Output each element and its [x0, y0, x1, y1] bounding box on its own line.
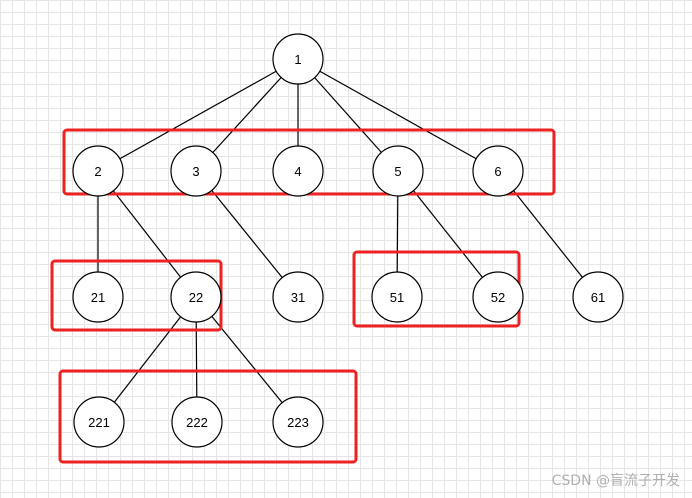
node-4: 4	[272, 145, 324, 197]
node-label-221: 221	[88, 415, 110, 430]
node-61: 61	[572, 271, 624, 323]
node-222: 222	[171, 396, 223, 448]
node-52: 52	[472, 271, 524, 323]
node-label-52: 52	[491, 290, 505, 305]
edge-5-51	[396, 195, 399, 273]
node-label-222: 222	[186, 415, 208, 430]
node-circle-61	[572, 271, 624, 323]
edge-5-52	[413, 190, 483, 278]
node-3: 3	[170, 145, 222, 197]
edge-22-223	[211, 315, 283, 404]
edge-1-5	[314, 77, 382, 153]
node-221: 221	[73, 396, 125, 448]
node-label-5: 5	[394, 164, 401, 179]
node-circle-5	[372, 145, 424, 197]
node-label-3: 3	[192, 164, 199, 179]
node-label-4: 4	[294, 164, 301, 179]
highlight-group-221-222-223	[58, 369, 358, 464]
node-1: 1	[272, 33, 324, 85]
edge-22-222	[195, 321, 198, 398]
node-6: 6	[472, 145, 524, 197]
node-circle-2	[72, 145, 124, 197]
node-circle-51	[371, 271, 423, 323]
node-circle-6	[472, 145, 524, 197]
node-label-1: 1	[294, 52, 301, 67]
node-22: 22	[170, 271, 222, 323]
node-circle-21	[72, 271, 124, 323]
edge-3-31	[211, 190, 283, 278]
nodes-layer: 1 2 3 4 5 6 21 22 31 51 52 61 221 222 223	[72, 33, 624, 448]
node-label-2: 2	[94, 164, 101, 179]
node-51: 51	[371, 271, 423, 323]
node-circle-52	[472, 271, 524, 323]
edge-1-3	[212, 77, 282, 153]
node-31: 31	[272, 271, 324, 323]
node-circle-222	[171, 396, 223, 448]
watermark: CSDN @盲流子开发	[551, 473, 680, 489]
node-circle-1	[272, 33, 324, 85]
node-label-61: 61	[591, 290, 605, 305]
node-label-31: 31	[291, 290, 305, 305]
node-circle-4	[272, 145, 324, 197]
edge-6-61	[513, 190, 583, 278]
edge-1-2	[119, 70, 277, 160]
node-label-22: 22	[189, 290, 203, 305]
node-2: 2	[72, 145, 124, 197]
node-label-21: 21	[91, 290, 105, 305]
node-circle-22	[170, 271, 222, 323]
edge-2-22	[112, 190, 182, 278]
node-5: 5	[372, 145, 424, 197]
node-label-6: 6	[494, 164, 501, 179]
node-21: 21	[72, 271, 124, 323]
node-label-51: 51	[390, 290, 404, 305]
node-label-223: 223	[287, 415, 309, 430]
node-circle-3	[170, 145, 222, 197]
node-circle-221	[73, 396, 125, 448]
node-circle-223	[272, 396, 324, 448]
node-circle-31	[272, 271, 324, 323]
node-223: 223	[272, 396, 324, 448]
edges-layer	[97, 70, 583, 404]
highlight-groups-layer	[50, 128, 556, 464]
edge-1-6	[319, 70, 477, 160]
